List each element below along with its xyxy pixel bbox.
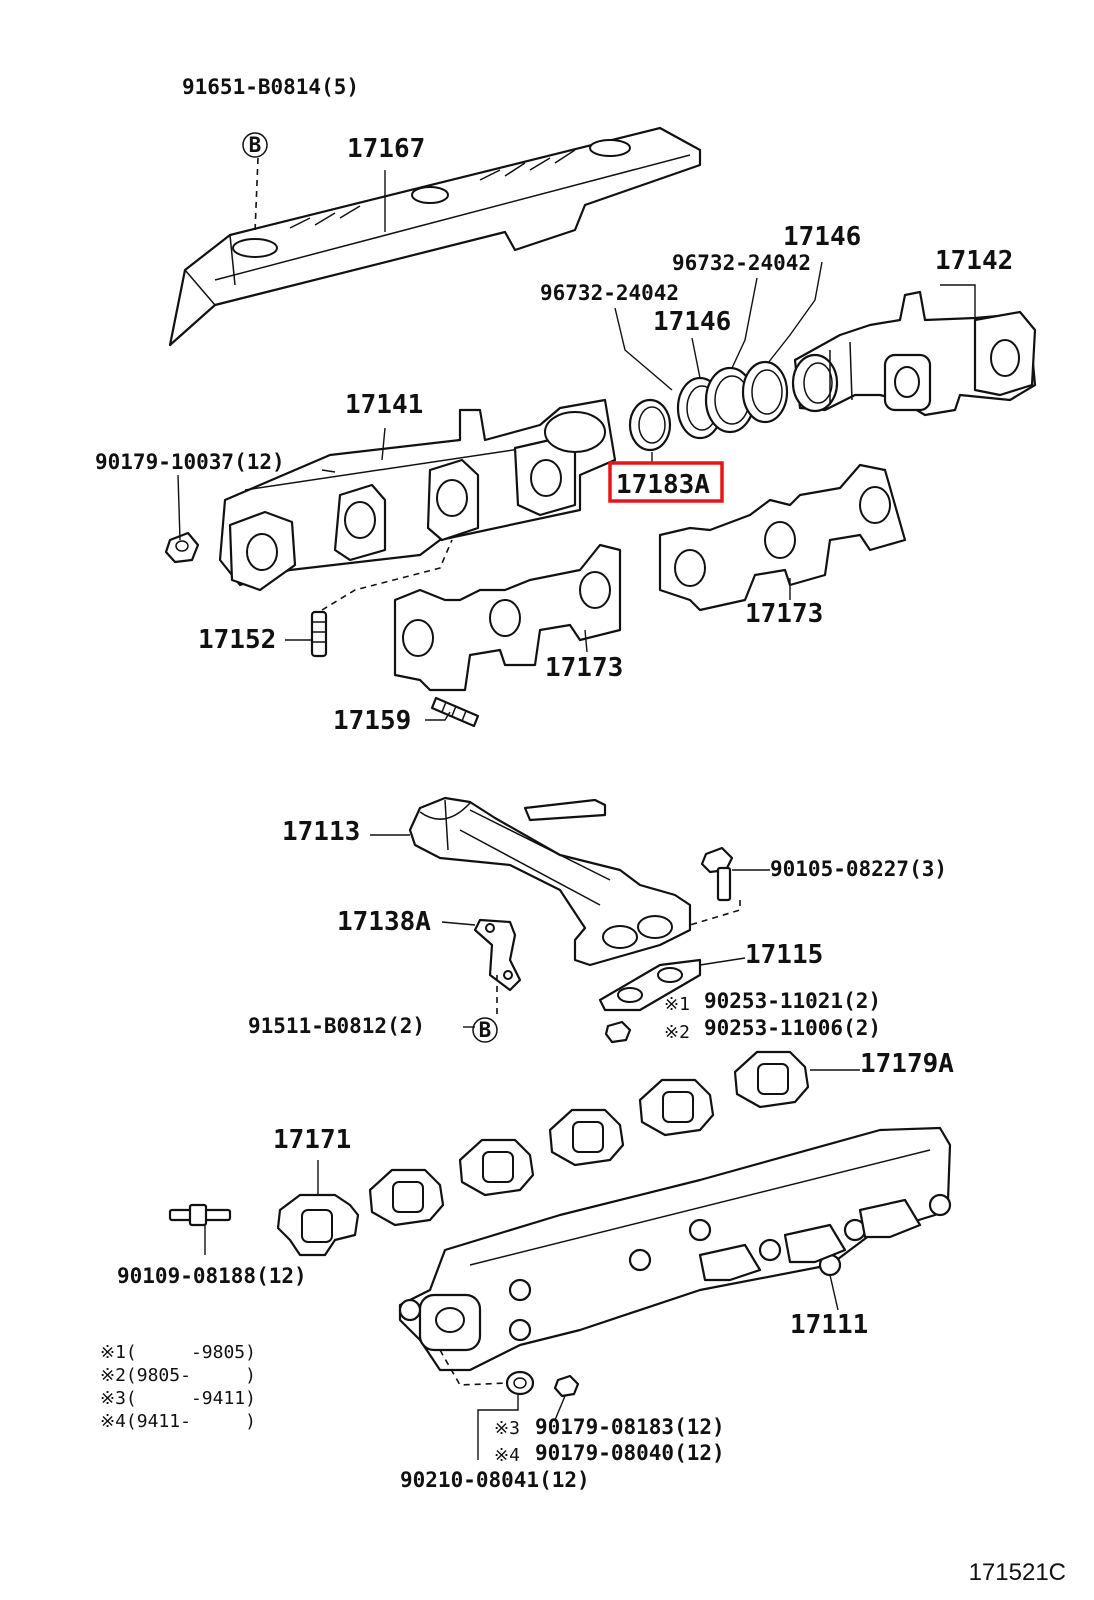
nut-90210-08041	[505, 1370, 535, 1396]
label-17179a: 17179A	[860, 1049, 954, 1079]
gasket-17171	[276, 1193, 360, 1257]
label-96732-24042-top: 96732-24042	[672, 251, 811, 275]
label-17146-mid: 17146	[653, 307, 731, 337]
label-17159: 17159	[333, 706, 411, 736]
label-90109-08188: 90109-08188(12)	[117, 1264, 307, 1288]
label-90253-11021: 90253-11021(2)	[704, 989, 881, 1013]
label-96732-24042-mid: 96732-24042	[540, 281, 679, 305]
gasket-17173-left	[393, 543, 622, 692]
reference-mark-b-mid: B	[472, 1017, 498, 1043]
mark-note-3: ※3	[494, 1418, 520, 1439]
note-4: ※4(9411- )	[100, 1411, 256, 1432]
pipe-17113	[408, 796, 692, 967]
label-90105-08227: 90105-08227(3)	[770, 857, 947, 881]
highlighted-part-17183a[interactable]: 17183A	[608, 461, 724, 503]
manifold-flange-2	[333, 483, 387, 562]
ring-17183A	[628, 398, 672, 452]
leader-lines	[177, 157, 976, 1460]
label-17113: 17113	[282, 817, 360, 847]
nut-90253	[604, 1020, 632, 1044]
label-17152: 17152	[198, 625, 276, 655]
label-90253-11006: 90253-11006(2)	[704, 1016, 881, 1040]
reference-mark-b-top: B	[242, 132, 268, 158]
label-90179-08040: 90179-08040(12)	[535, 1441, 725, 1465]
gasket-17179A-5	[733, 1050, 810, 1109]
manifold-flange-1	[228, 510, 297, 592]
gasket-17179A-1	[368, 1168, 445, 1227]
label-17111: 17111	[790, 1310, 868, 1340]
mark-note-4: ※4	[494, 1445, 520, 1466]
mark-note-2: ※2	[664, 1022, 690, 1043]
exhaust-manifold-17111	[398, 1126, 952, 1372]
label-90210-08041: 90210-08041(12)	[400, 1468, 590, 1492]
gasket-17179A-4	[638, 1078, 715, 1137]
gasket-17179A-2	[458, 1138, 535, 1197]
label-17183a: 17183A	[616, 470, 710, 500]
nut-90179-10037	[164, 531, 200, 564]
note-1: ※1( -9805)	[100, 1342, 256, 1363]
stud-17152	[310, 610, 328, 658]
figure-id: 171521C	[969, 1559, 1066, 1586]
bracket-17138A	[473, 918, 522, 992]
label-17142: 17142	[935, 246, 1013, 276]
note-2: ※2(9805- )	[100, 1365, 256, 1386]
label-17173-left: 17173	[545, 653, 623, 683]
gasket-17179A-3	[548, 1108, 625, 1167]
label-17141: 17141	[345, 390, 423, 420]
note-3: ※3( -9411)	[100, 1388, 256, 1409]
label-90179-08183: 90179-08183(12)	[535, 1415, 725, 1439]
manifold-flange-4	[513, 438, 577, 517]
nut-90179-08183	[553, 1374, 580, 1398]
label-17138a: 17138A	[337, 907, 431, 937]
reference-mark-b-top-text: B	[249, 133, 262, 157]
label-17167: 17167	[347, 134, 425, 164]
label-90179-10037: 90179-10037(12)	[95, 450, 285, 474]
highlight-box	[608, 461, 724, 503]
manifold-flange-3	[426, 458, 480, 542]
exhaust-pipe-17142	[791, 290, 1037, 417]
stud-17159	[430, 696, 480, 728]
clamp-96732-rear	[741, 360, 789, 424]
reference-mark-b-mid-text: B	[479, 1018, 492, 1042]
heat-insulator-17167	[168, 126, 702, 347]
gasket-17173-right	[658, 463, 907, 612]
exhaust-manifold-17141	[218, 398, 617, 592]
mark-note-1: ※1	[664, 994, 690, 1015]
part-labels: 91651-B0814(5) 17167 17146 96732-24042 1…	[95, 75, 1066, 1586]
label-17173-right: 17173	[745, 599, 823, 629]
label-17171: 17171	[273, 1125, 351, 1155]
label-17115: 17115	[745, 940, 823, 970]
label-91651-b0814: 91651-B0814(5)	[182, 75, 359, 99]
label-17146-top: 17146	[783, 222, 861, 252]
label-91511-b0812: 91511-B0812(2)	[248, 1014, 425, 1038]
gasket-17115	[598, 958, 702, 1012]
stud-90109-08188	[168, 1203, 232, 1227]
bolt-90105-08227	[700, 846, 734, 902]
